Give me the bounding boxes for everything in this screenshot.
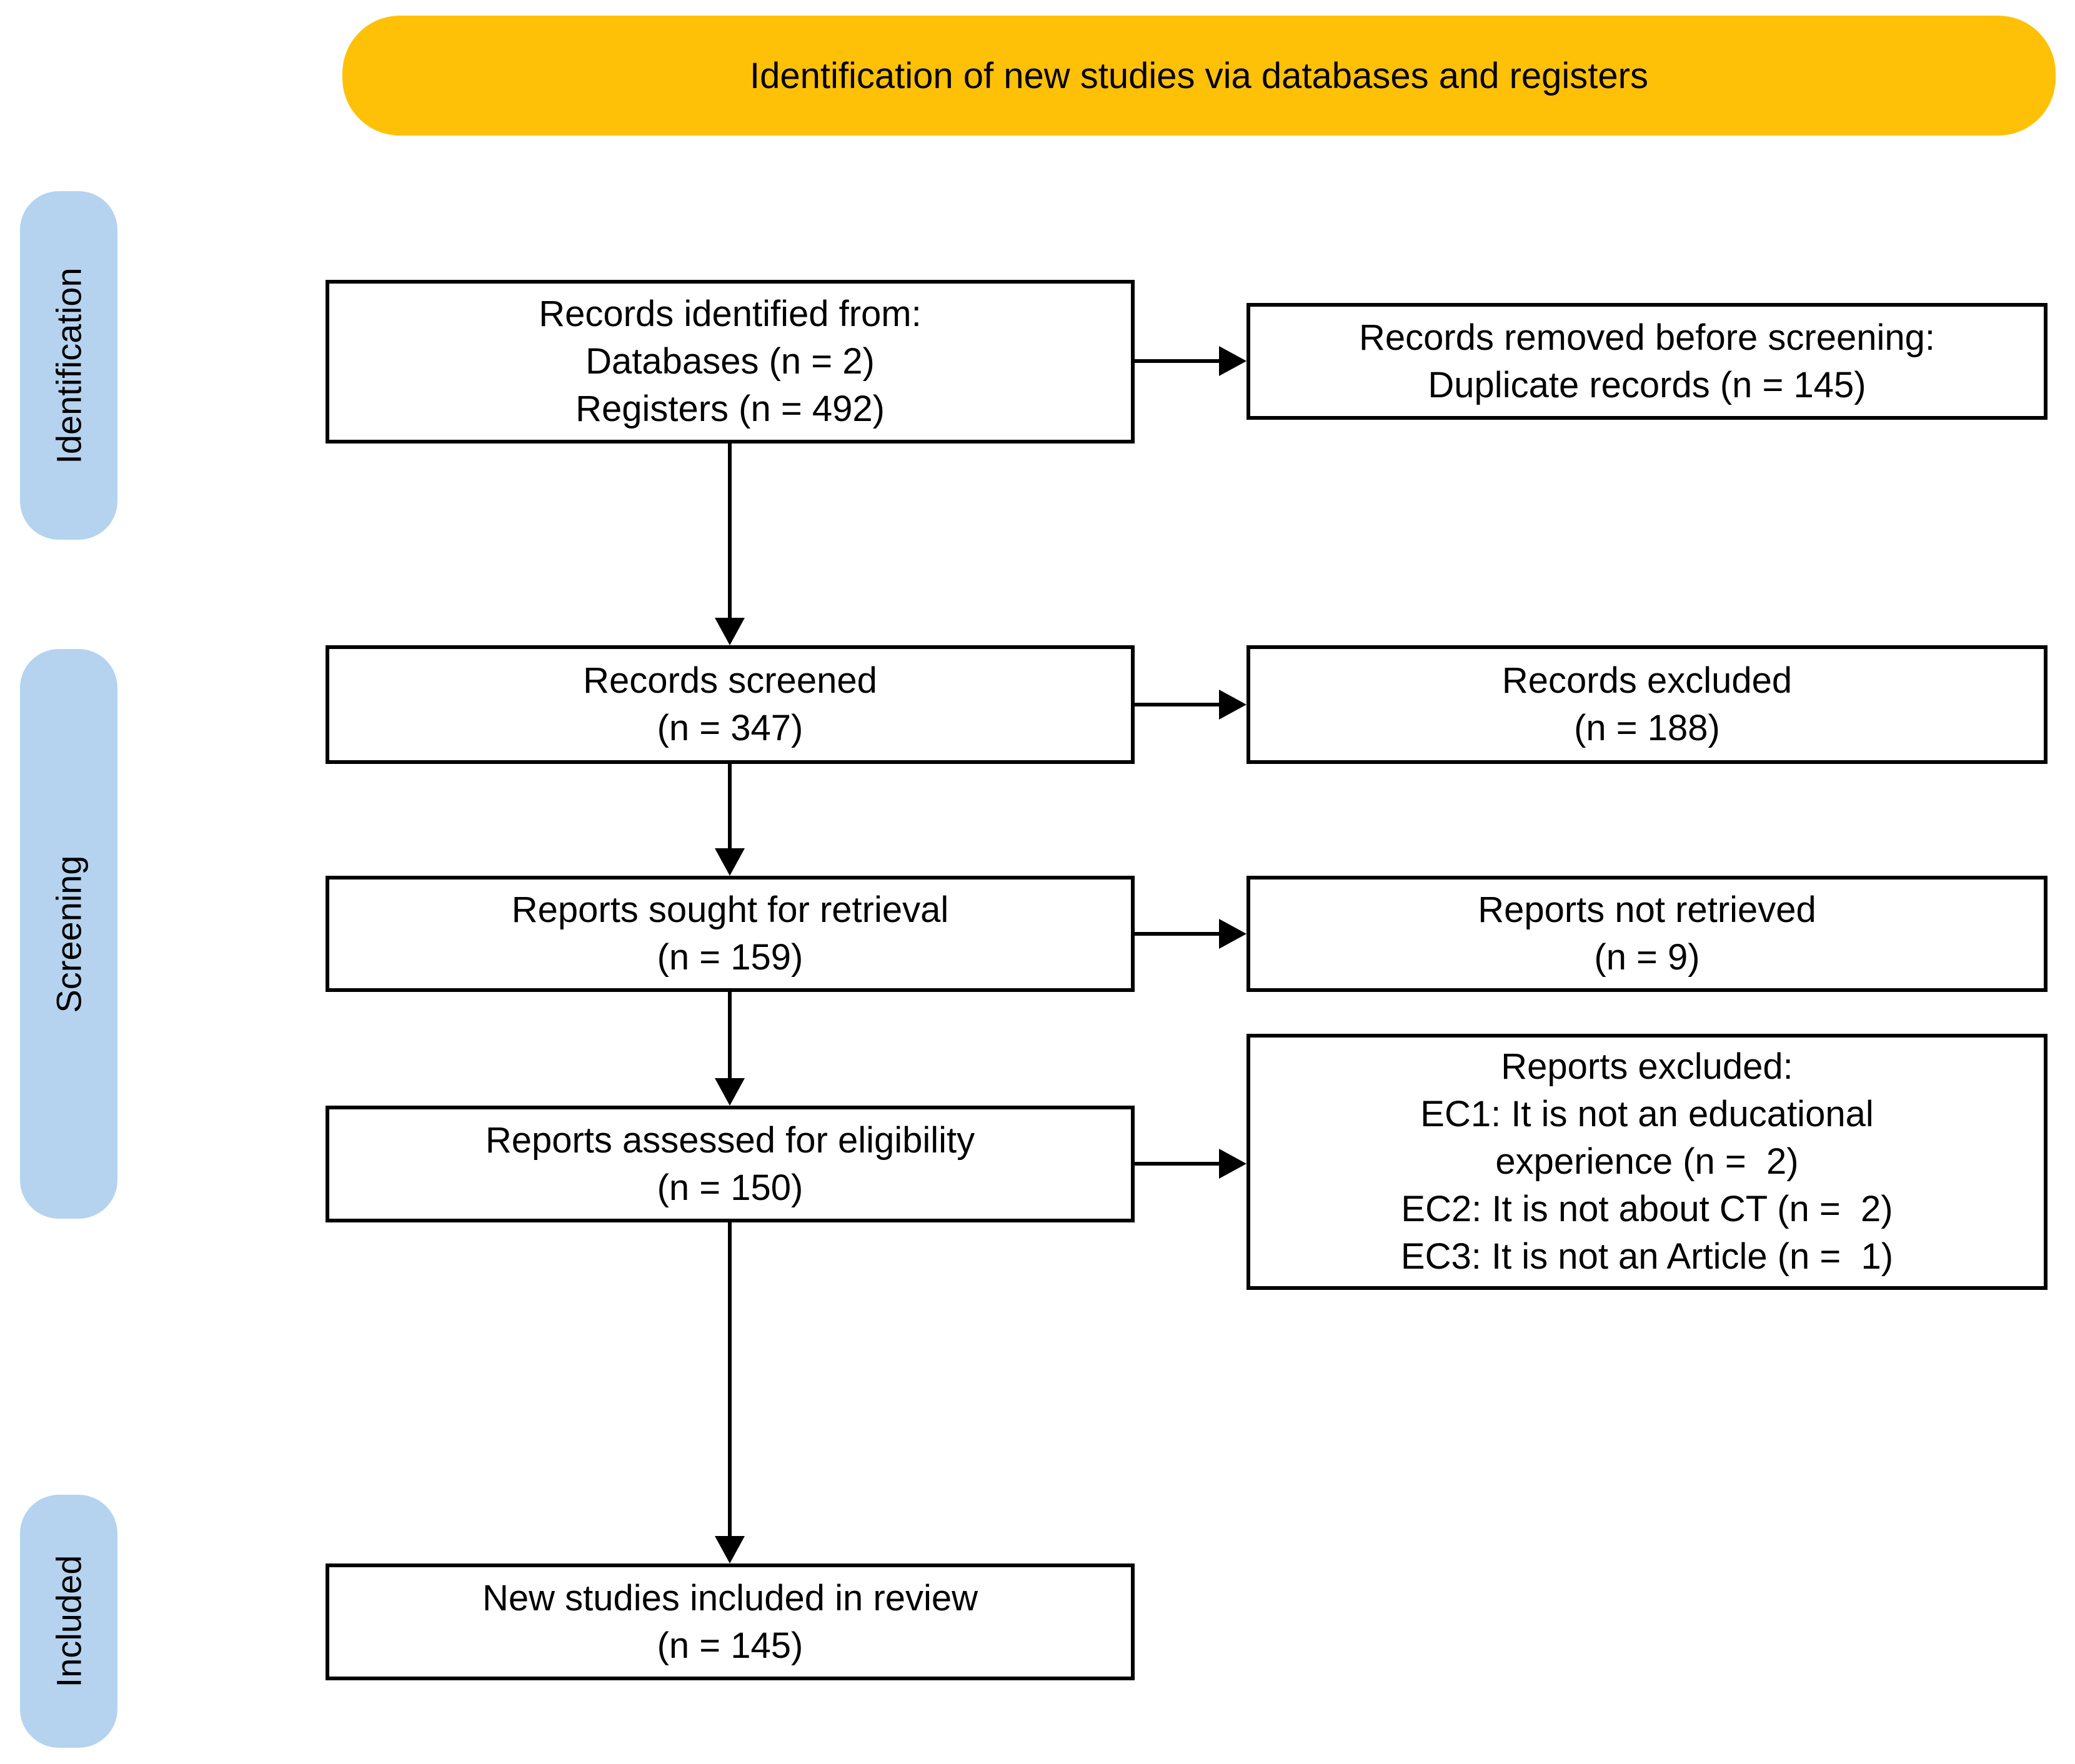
- box-line: (n = 150): [657, 1167, 804, 1208]
- arrowhead-right-icon: [1219, 919, 1246, 949]
- arrow-line-assessed-to-reports-excluded: [1135, 1162, 1219, 1166]
- banner-identification-via-databases: Identification of new studies via databa…: [342, 16, 2056, 136]
- box-line: Reports not retrieved: [1478, 889, 1816, 930]
- flow-box-reports-sought: Reports sought for retrieval (n = 159): [326, 876, 1135, 992]
- box-line: Reports sought for retrieval: [511, 889, 949, 930]
- stage-label-screening: Screening: [49, 855, 89, 1013]
- box-line: EC3: It is not an Article (n = 1): [1400, 1236, 1894, 1277]
- stage-pill-included: Included: [20, 1495, 117, 1748]
- flow-box-reports-assessed: Reports assessed for eligibility (n = 15…: [326, 1106, 1135, 1222]
- box-line: Duplicate records (n = 145): [1428, 364, 1866, 405]
- arrow-line-identified-to-screened: [728, 443, 732, 618]
- stage-label-identification: Identification: [49, 267, 89, 464]
- arrowhead-right-icon: [1219, 690, 1246, 720]
- box-line: (n = 9): [1594, 937, 1700, 978]
- arrowhead-right-icon: [1219, 346, 1246, 376]
- box-line: EC1: It is not an educational: [1420, 1094, 1874, 1134]
- box-line: (n = 188): [1574, 708, 1720, 748]
- arrow-line-sought-to-assessed: [728, 992, 732, 1078]
- box-line: (n = 159): [657, 937, 804, 978]
- arrowhead-down-icon: [715, 848, 745, 876]
- box-line: Registers (n = 492): [575, 389, 885, 429]
- box-line: Records removed before screening:: [1358, 317, 1936, 358]
- stage-pill-screening: Screening: [20, 649, 117, 1219]
- flow-box-records-excluded: Records excluded (n = 188): [1246, 645, 2048, 764]
- arrow-line-assessed-to-included: [728, 1222, 732, 1536]
- flow-box-records-removed: Records removed before screening: Duplic…: [1246, 303, 2048, 420]
- box-line: (n = 347): [657, 708, 804, 748]
- box-line: Databases (n = 2): [585, 341, 875, 382]
- box-line: New studies included in review: [482, 1577, 978, 1618]
- arrowhead-down-icon: [715, 1078, 745, 1106]
- flow-box-reports-excluded: Reports excluded: EC1: It is not an educ…: [1246, 1034, 2048, 1290]
- box-line: (n = 145): [657, 1625, 804, 1666]
- banner-title: Identification of new studies via databa…: [750, 55, 1648, 96]
- arrow-line-screened-to-excluded: [1135, 703, 1219, 706]
- arrowhead-right-icon: [1219, 1149, 1246, 1179]
- flow-box-records-screened: Records screened (n = 347): [326, 645, 1135, 764]
- arrow-line-screened-to-sought: [728, 764, 732, 848]
- box-line: experience (n = 2): [1495, 1141, 1799, 1182]
- box-line: Records excluded: [1501, 660, 1793, 701]
- arrowhead-down-icon: [715, 618, 745, 645]
- box-line: EC2: It is not about CT (n = 2): [1401, 1189, 1893, 1229]
- arrow-line-identified-to-removed: [1135, 359, 1219, 363]
- box-line: Records screened: [583, 660, 877, 701]
- box-line: Records identified from:: [539, 294, 922, 334]
- arrowhead-down-icon: [715, 1536, 745, 1563]
- flow-box-new-studies-included: New studies included in review (n = 145): [326, 1563, 1135, 1680]
- flow-box-records-identified: Records identified from: Databases (n = …: [326, 280, 1135, 443]
- arrow-line-sought-to-not-retrieved: [1135, 932, 1219, 936]
- stage-pill-identification: Identification: [20, 191, 117, 540]
- flow-box-reports-not-retrieved: Reports not retrieved (n = 9): [1246, 876, 2048, 992]
- stage-label-included: Included: [49, 1555, 89, 1688]
- box-line: Reports assessed for eligibility: [485, 1119, 975, 1161]
- box-line: Reports excluded:: [1501, 1046, 1793, 1087]
